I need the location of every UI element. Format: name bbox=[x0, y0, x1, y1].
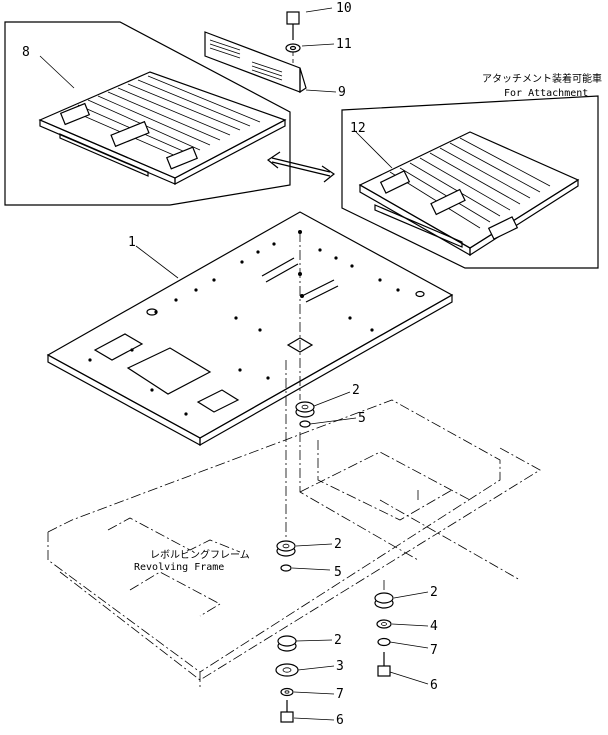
washer-5 bbox=[299, 420, 311, 428]
callout-6: 6 bbox=[336, 713, 344, 728]
cushion-2 bbox=[295, 401, 315, 418]
washer-7 bbox=[280, 687, 294, 697]
plate-3 bbox=[275, 663, 299, 677]
callout-5: 5 bbox=[334, 565, 342, 580]
handle bbox=[261, 257, 339, 303]
callout-2: 2 bbox=[334, 537, 342, 552]
callout-3: 3 bbox=[336, 659, 344, 674]
floor-plate-8 bbox=[38, 71, 287, 185]
callouts: 8 10 11 9 12 1 2 5 2 5 2 4 7 6 2 3 7 6 bbox=[22, 1, 438, 728]
callout-6: 6 bbox=[430, 678, 438, 693]
callout-2: 2 bbox=[430, 585, 438, 600]
bolt-6 bbox=[280, 700, 294, 723]
callout-11: 11 bbox=[336, 37, 352, 52]
bolt-10 bbox=[286, 11, 300, 40]
washer-11 bbox=[285, 43, 301, 53]
callout-10: 10 bbox=[336, 1, 352, 16]
washer-5 bbox=[280, 564, 292, 572]
attachment-en-caption: For Attachment bbox=[504, 88, 588, 99]
frame-jp-caption: レボルビングフレーム bbox=[150, 548, 250, 561]
callout-2: 2 bbox=[352, 383, 360, 398]
revolving-frame: レボルビングフレーム Revolving Frame bbox=[47, 399, 541, 690]
frame-en-caption: Revolving Frame bbox=[134, 562, 224, 573]
cushion-2 bbox=[374, 592, 394, 609]
callout-8: 8 bbox=[22, 45, 30, 60]
attachment-jp-caption: アタッチメント装着可能車 bbox=[482, 72, 602, 85]
callout-7: 7 bbox=[430, 643, 438, 658]
cover-9 bbox=[204, 31, 307, 94]
leader-lines bbox=[39, 7, 429, 721]
washer-7 bbox=[377, 637, 391, 647]
inset-box-floor-plate-standard bbox=[4, 11, 307, 206]
mount-centerline bbox=[285, 232, 385, 590]
floor-plate-1 bbox=[46, 211, 454, 447]
callout-4: 4 bbox=[430, 619, 438, 634]
callout-2: 2 bbox=[334, 633, 342, 648]
cushion-2 bbox=[276, 540, 296, 557]
cushion-2 bbox=[277, 635, 297, 652]
bolt-6 bbox=[377, 652, 391, 677]
callout-1: 1 bbox=[128, 235, 136, 250]
floor-plate-12 bbox=[358, 131, 580, 257]
alternative-arrow bbox=[266, 151, 336, 183]
nut-4 bbox=[376, 619, 392, 629]
callout-12: 12 bbox=[350, 121, 366, 136]
inset-box-floor-plate-attachment: アタッチメント装着可能車 For Attachment bbox=[341, 72, 602, 269]
callout-7: 7 bbox=[336, 687, 344, 702]
callout-5: 5 bbox=[358, 411, 366, 426]
callout-9: 9 bbox=[338, 85, 346, 100]
